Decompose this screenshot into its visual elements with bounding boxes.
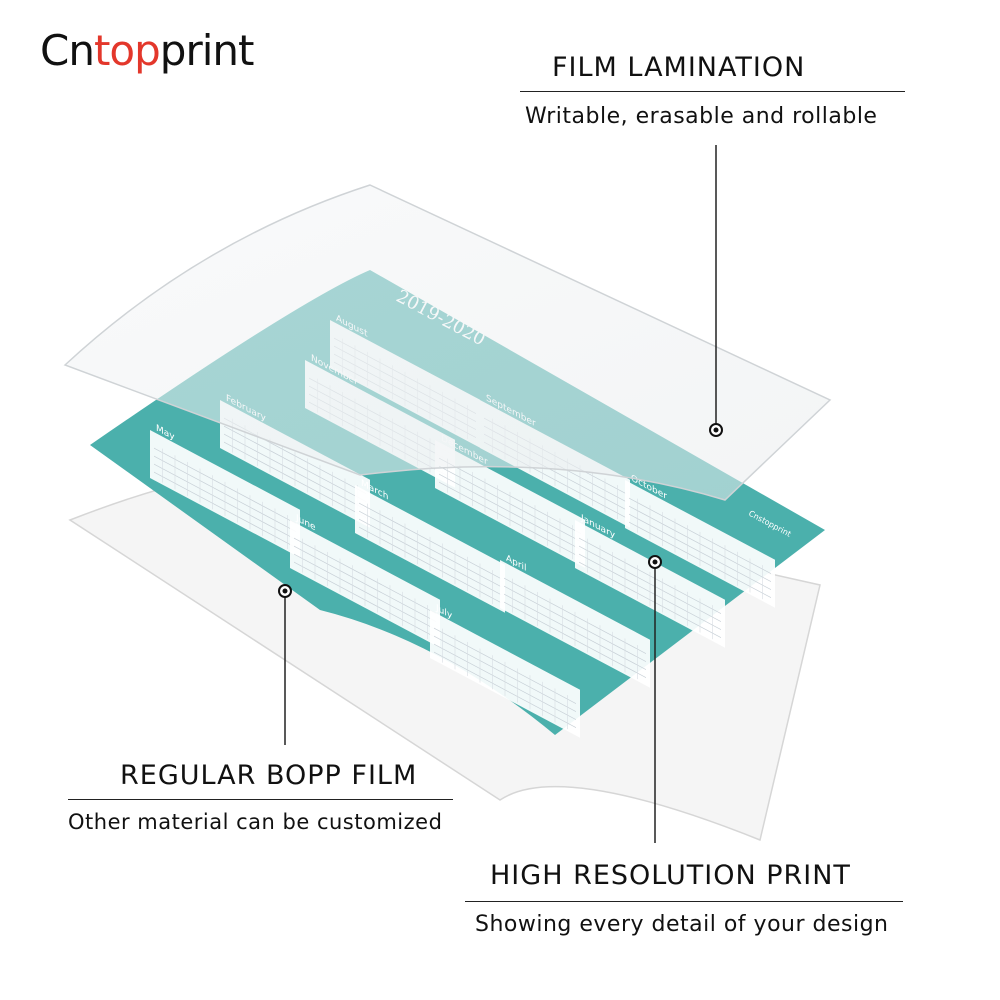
month-card: July (430, 602, 580, 738)
callout-divider (68, 799, 453, 800)
callout-title: HIGH RESOLUTION PRINT (490, 860, 851, 891)
brand-logo-accent: top (93, 26, 161, 75)
brand-logo: Cntopprint (40, 30, 254, 72)
lamination-film-sheet (63, 184, 832, 501)
callout-divider (520, 91, 905, 92)
month-card: June (290, 512, 440, 648)
callout-title: REGULAR BOPP FILM (120, 760, 418, 791)
callout-high-resolution: HIGH RESOLUTION PRINT Showing every deta… (465, 860, 903, 937)
callout-film-lamination: FILM LAMINATION Writable, erasable and r… (520, 52, 905, 129)
callout-description: Other material can be customized (68, 810, 443, 834)
callout-description: Writable, erasable and rollable (525, 104, 878, 129)
callout-regular-bopp: REGULAR BOPP FILM Other material can be … (68, 760, 453, 834)
callout-title: FILM LAMINATION (552, 52, 806, 83)
callout-description: Showing every detail of your design (475, 912, 889, 937)
callout-divider (465, 901, 903, 902)
month-card: January (575, 512, 725, 648)
brand-logo-part: Cn (40, 26, 95, 75)
month-card: April (500, 553, 650, 688)
brand-logo-part: print (159, 26, 255, 75)
